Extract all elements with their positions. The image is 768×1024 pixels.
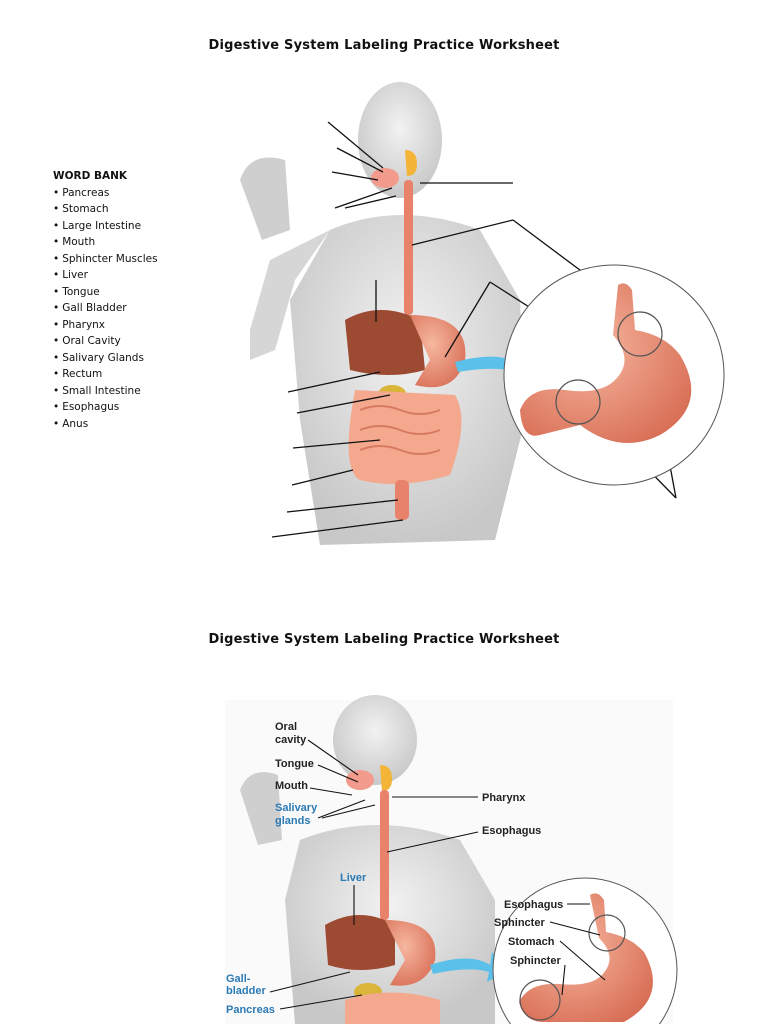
label-liver: Liver	[340, 872, 367, 884]
label-mouth: Mouth	[275, 780, 308, 792]
label-tongue: Tongue	[275, 758, 314, 770]
word-bank-item: Salivary Glands	[53, 350, 158, 367]
label-inset-sphincter: Sphincter	[494, 917, 545, 929]
word-bank-item: Stomach	[53, 201, 158, 218]
label-gall-bladder: Gall- bladder	[226, 973, 266, 997]
organs	[325, 765, 440, 1024]
word-bank-item: Oral Cavity	[53, 333, 158, 350]
label-pharynx: Pharynx	[482, 792, 526, 804]
label-inset-esophagus: Esophagus	[504, 899, 563, 911]
label-inset-sphincter: Sphincter	[510, 955, 561, 967]
word-bank-item: Mouth	[53, 234, 158, 251]
word-bank-item: Small Intestine	[53, 383, 158, 400]
word-bank-list: Pancreas Stomach Large Intestine Mouth S…	[53, 185, 158, 433]
word-bank-item: Rectum	[53, 366, 158, 383]
word-bank-item: Liver	[53, 267, 158, 284]
label-pancreas: Pancreas	[226, 1004, 275, 1016]
stomach-inset	[503, 264, 725, 486]
word-bank: WORD BANK Pancreas Stomach Large Intesti…	[53, 168, 158, 432]
label-inset-stomach: Stomach	[508, 936, 555, 948]
word-bank-item: Large Intestine	[53, 218, 158, 235]
label-salivary-glands: Salivary glands	[275, 802, 320, 827]
organs	[345, 150, 466, 520]
word-bank-item: Anus	[53, 416, 158, 433]
leader-lines	[269, 739, 606, 1010]
word-bank-title: WORD BANK	[53, 170, 128, 182]
word-bank-item: Gall Bladder	[53, 300, 158, 317]
label-oral-cavity: Oral cavity	[275, 721, 307, 746]
stomach-inset	[492, 877, 678, 1024]
label-esophagus: Esophagus	[482, 825, 541, 837]
word-bank-item: Tongue	[53, 284, 158, 301]
worksheet-title-answer: Digestive System Labeling Practice Works…	[208, 632, 560, 647]
word-bank-item: Esophagus	[53, 399, 158, 416]
word-bank-item: Pancreas	[53, 185, 158, 202]
word-bank-item: Sphincter Muscles	[53, 251, 157, 268]
worksheet-title: Digestive System Labeling Practice Works…	[208, 38, 560, 53]
word-bank-item: Pharynx	[53, 317, 158, 334]
zoom-arrow-icon	[430, 952, 510, 982]
